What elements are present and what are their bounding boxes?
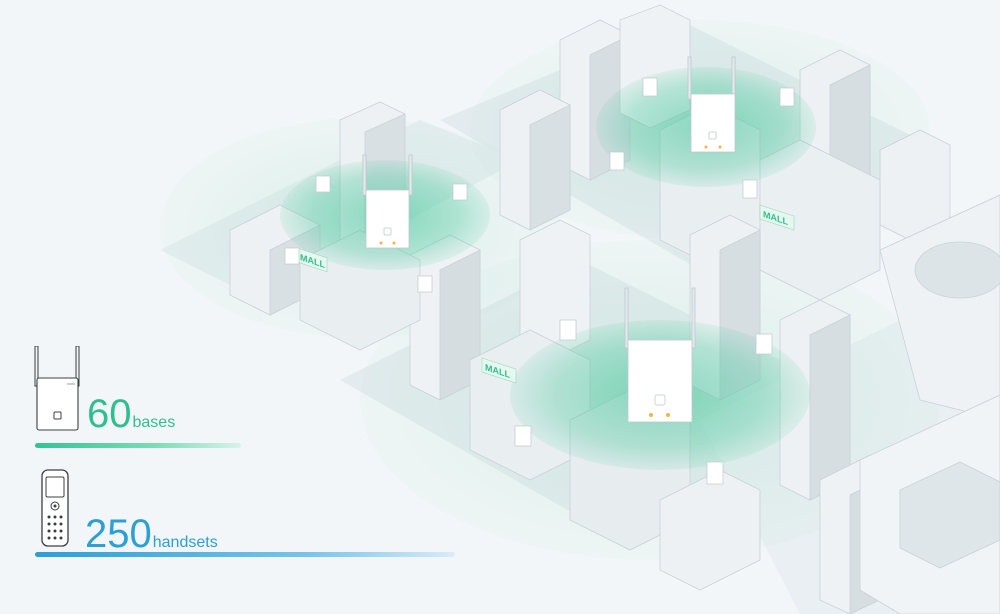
main-base-stations: [362, 56, 736, 423]
buildings: [229, 4, 1000, 614]
handsets-unit: handsets: [152, 534, 218, 551]
bases-unit: bases: [132, 414, 176, 431]
bases-count: 60: [87, 392, 132, 436]
base-station-icon: [687, 56, 736, 153]
base-station-icon: [34, 346, 80, 431]
base-station-icon: [624, 287, 696, 423]
bases-stat: 60 bases: [35, 346, 175, 434]
handsets-bar: [35, 552, 455, 557]
dect-handset-icon: [41, 469, 69, 547]
bases-bar: [35, 443, 241, 448]
handsets-count: 250: [85, 512, 152, 556]
base-station-icon: [362, 154, 413, 249]
satellite-bases: [284, 77, 795, 485]
handsets-stat: 250 handsets: [35, 470, 218, 554]
